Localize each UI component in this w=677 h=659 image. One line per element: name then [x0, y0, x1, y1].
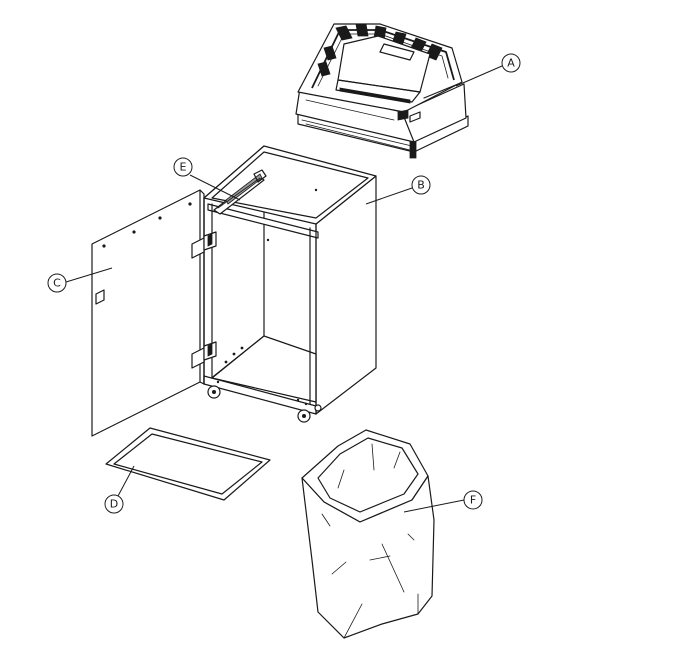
callout-c-label: C	[53, 277, 61, 290]
callout-e: E	[173, 157, 241, 201]
callout-d: D	[104, 465, 135, 514]
door-part-c	[91, 189, 217, 437]
callout-b: B	[365, 175, 431, 205]
callout-c: C	[47, 267, 113, 293]
bag-ring-part-d	[105, 427, 271, 501]
shredder-head-part-a	[295, 23, 469, 159]
callout-d-label: D	[110, 498, 118, 511]
callout-e-label: E	[180, 161, 187, 174]
callout-b-label: B	[417, 179, 425, 192]
waste-bag-part-f	[301, 429, 435, 639]
callout-f: F	[403, 490, 483, 513]
callout-a: A	[455, 53, 521, 87]
cabinet-part-b	[203, 145, 377, 423]
callout-f-label: F	[470, 494, 476, 507]
support-rail-part-e	[213, 169, 267, 215]
callout-a-label: A	[507, 57, 515, 70]
